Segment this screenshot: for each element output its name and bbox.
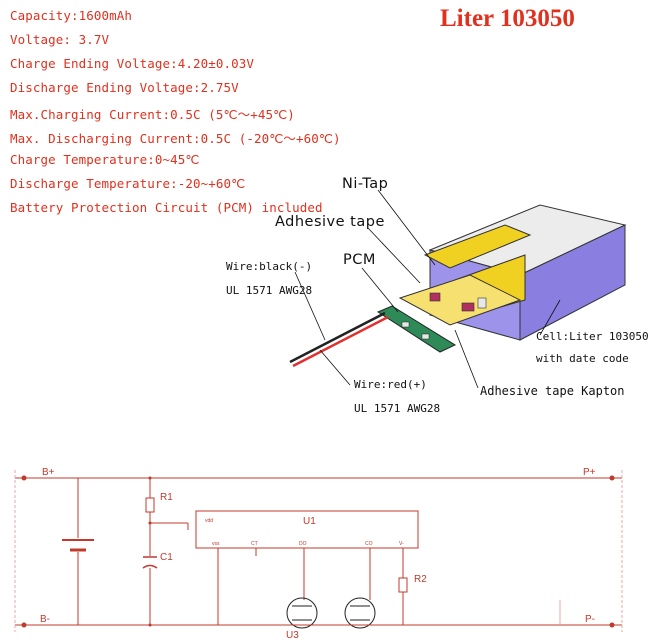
label-b-plus: B+	[42, 467, 55, 478]
label-ul-black: UL 1571 AWG28	[226, 284, 313, 297]
inner-component-3	[477, 297, 487, 309]
label-cell: Cell:Liter 103050	[536, 330, 649, 343]
leader-pcm	[361, 267, 399, 313]
spec-max-charging-current: Max.Charging Current:0.5C (5℃～+45℃)	[10, 107, 295, 122]
pin-vss: vss	[212, 541, 220, 547]
page-title: Liter 103050	[440, 5, 575, 32]
spec-discharge-temperature: Discharge Temperature:-20~+60℃	[10, 176, 246, 191]
pin-vdd: vdd	[205, 518, 213, 524]
spec-max-discharging-current: Max. Discharging Current:0.5C (-20℃～+60℃…	[10, 131, 341, 146]
leader-cell	[539, 299, 561, 336]
label-u1: U1	[303, 516, 316, 527]
resistor-r2	[398, 577, 408, 593]
spec-charge-temperature: Charge Temperature:0~45℃	[10, 152, 200, 167]
inner-pcm-board	[398, 274, 522, 326]
resistor-r1	[145, 497, 155, 513]
inner-component-1	[429, 292, 441, 302]
pin-v: V-	[399, 541, 404, 547]
leader-kapton	[454, 329, 479, 389]
leader-adhesive-tape	[367, 227, 421, 284]
spec-discharge-ending-voltage: Discharge Ending Voltage:2.75V	[10, 80, 239, 95]
label-kapton: Adhesive tape Kapton	[480, 384, 625, 398]
label-c1: C1	[160, 552, 173, 563]
label-wire-red: Wire:red(+)	[354, 378, 427, 391]
label-date-code: with date code	[536, 352, 629, 365]
label-b-minus: B-	[40, 614, 50, 625]
wire-black	[289, 311, 386, 364]
spec-voltage: Voltage: 3.7V	[10, 32, 110, 47]
label-u3: U3	[286, 630, 299, 640]
pin-do: DO	[299, 541, 307, 547]
spec-capacity: Capacity:1600mAh	[10, 8, 133, 23]
label-r1: R1	[160, 492, 173, 503]
spec-pcm-included: Battery Protection Circuit (PCM) include…	[10, 200, 323, 215]
pin-ct: CT	[251, 541, 258, 547]
label-ul-red: UL 1571 AWG28	[354, 402, 441, 415]
capacitor-c1-bottom	[142, 564, 158, 569]
leader-wire-black	[294, 271, 326, 341]
wire-red	[292, 315, 389, 368]
label-adhesive-tape: Adhesive tape	[275, 214, 385, 230]
node-p-minus	[609, 622, 615, 628]
leader-wire-red	[319, 349, 351, 386]
node-b-minus	[21, 622, 27, 628]
ni-tap-upper	[423, 224, 532, 269]
mosfet-u3	[286, 597, 376, 629]
pcm-component-2	[421, 333, 430, 340]
label-pcm: PCM	[343, 252, 376, 268]
label-p-minus: P-	[585, 614, 595, 625]
label-r2: R2	[414, 574, 427, 585]
label-wire-black: Wire:black(-)	[226, 260, 313, 273]
node-p-plus	[609, 475, 615, 481]
spec-charge-ending-voltage: Charge Ending Voltage:4.20±0.03V	[10, 56, 255, 71]
battery-diagram	[289, 189, 627, 389]
pin-co: CO	[365, 541, 373, 547]
ic-u1	[195, 510, 419, 549]
label-p-plus: P+	[583, 467, 596, 478]
pcm-board	[376, 305, 457, 353]
pcm-component-1	[401, 321, 410, 328]
label-ni-tap: Ni-Tap	[342, 176, 389, 192]
inner-component-2	[461, 302, 475, 312]
node-b-plus	[21, 475, 27, 481]
leader-ni-tap	[377, 189, 436, 266]
